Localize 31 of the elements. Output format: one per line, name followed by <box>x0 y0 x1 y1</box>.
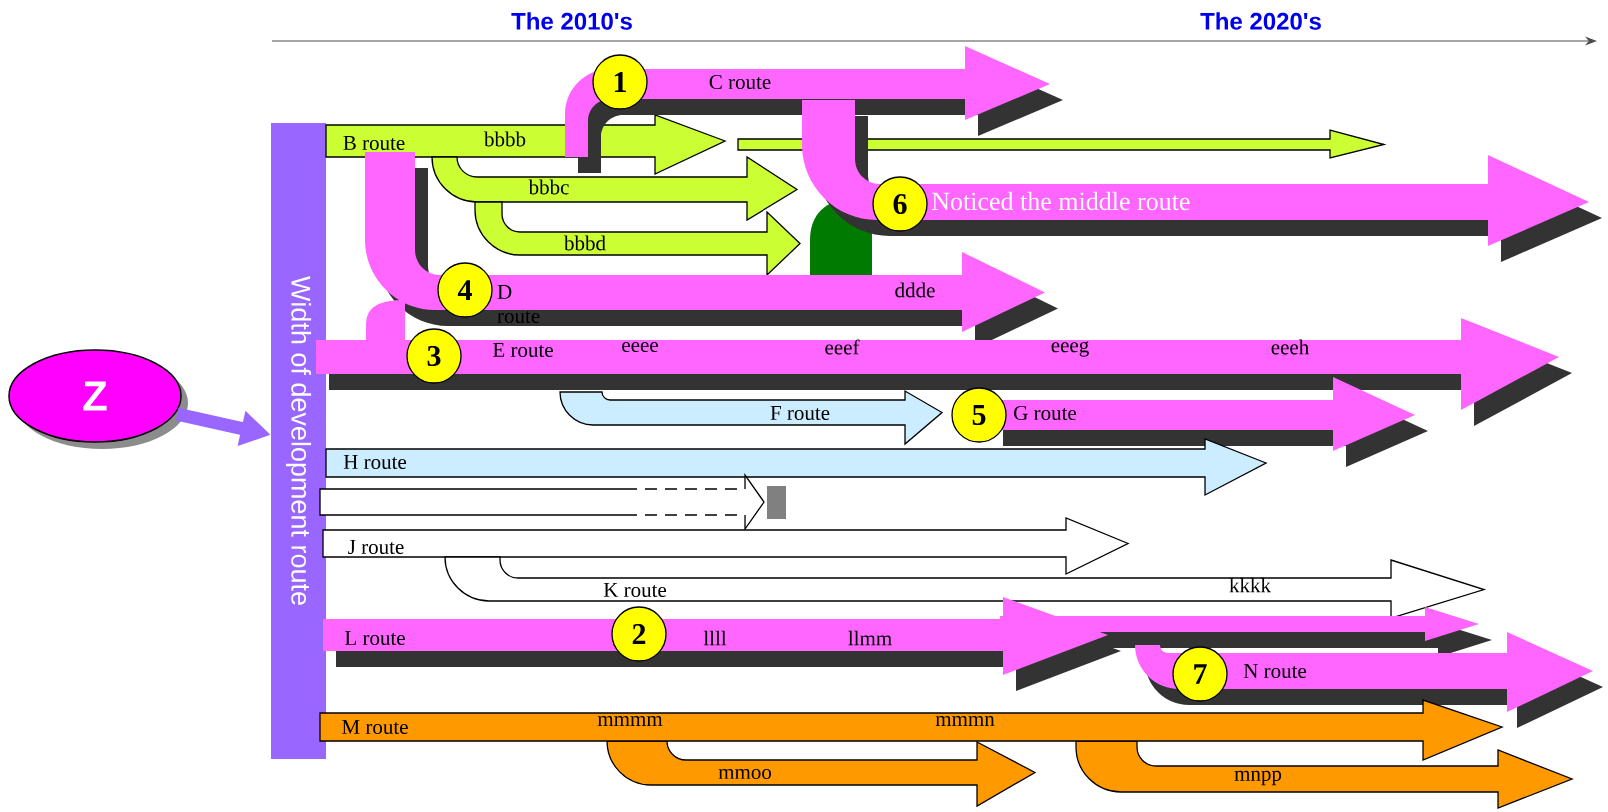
arrow-label: ddde <box>895 282 935 298</box>
arrow-label: G route <box>1014 405 1077 421</box>
arrow-label: mmmm <box>597 716 663 726</box>
vertical-band: Width of development route <box>271 123 326 759</box>
arrow-label: bbbb <box>484 131 526 147</box>
arrow-label: H route <box>343 455 407 469</box>
arrow-label: F route <box>770 406 830 420</box>
arrow-label: mmmn <box>935 716 995 726</box>
arrow-label: kkkk <box>1229 577 1271 593</box>
period-label: The 2020's <box>1200 12 1321 30</box>
arrow-label: bbbc <box>528 179 569 195</box>
arrow-label: eeee <box>622 341 658 353</box>
callout-number: 3 <box>406 328 462 384</box>
period-label: The 2010's <box>511 12 632 30</box>
arrow-label: B route <box>343 136 405 150</box>
callout-number: 5 <box>951 387 1007 443</box>
arrow-label: M route <box>342 720 408 734</box>
arrow-label: K route <box>603 583 667 597</box>
arrow-label: eeeh <box>1271 339 1309 355</box>
arrow-label: C route <box>709 74 771 90</box>
route-band <box>319 472 765 532</box>
arrow-label: mnpp <box>1234 770 1282 786</box>
ellipse-node: Z <box>8 349 188 449</box>
arrow-label: N route <box>1243 664 1307 678</box>
arrow-label: mmoo <box>718 768 772 780</box>
arrow-label: J route <box>348 540 404 554</box>
arrow-label: eeef <box>825 339 860 355</box>
arrow-label: E route <box>493 343 553 357</box>
arrow-label: bbbd <box>564 235 606 251</box>
callout-number: 1 <box>592 54 648 110</box>
arrow-label: eeeg <box>1051 341 1089 357</box>
